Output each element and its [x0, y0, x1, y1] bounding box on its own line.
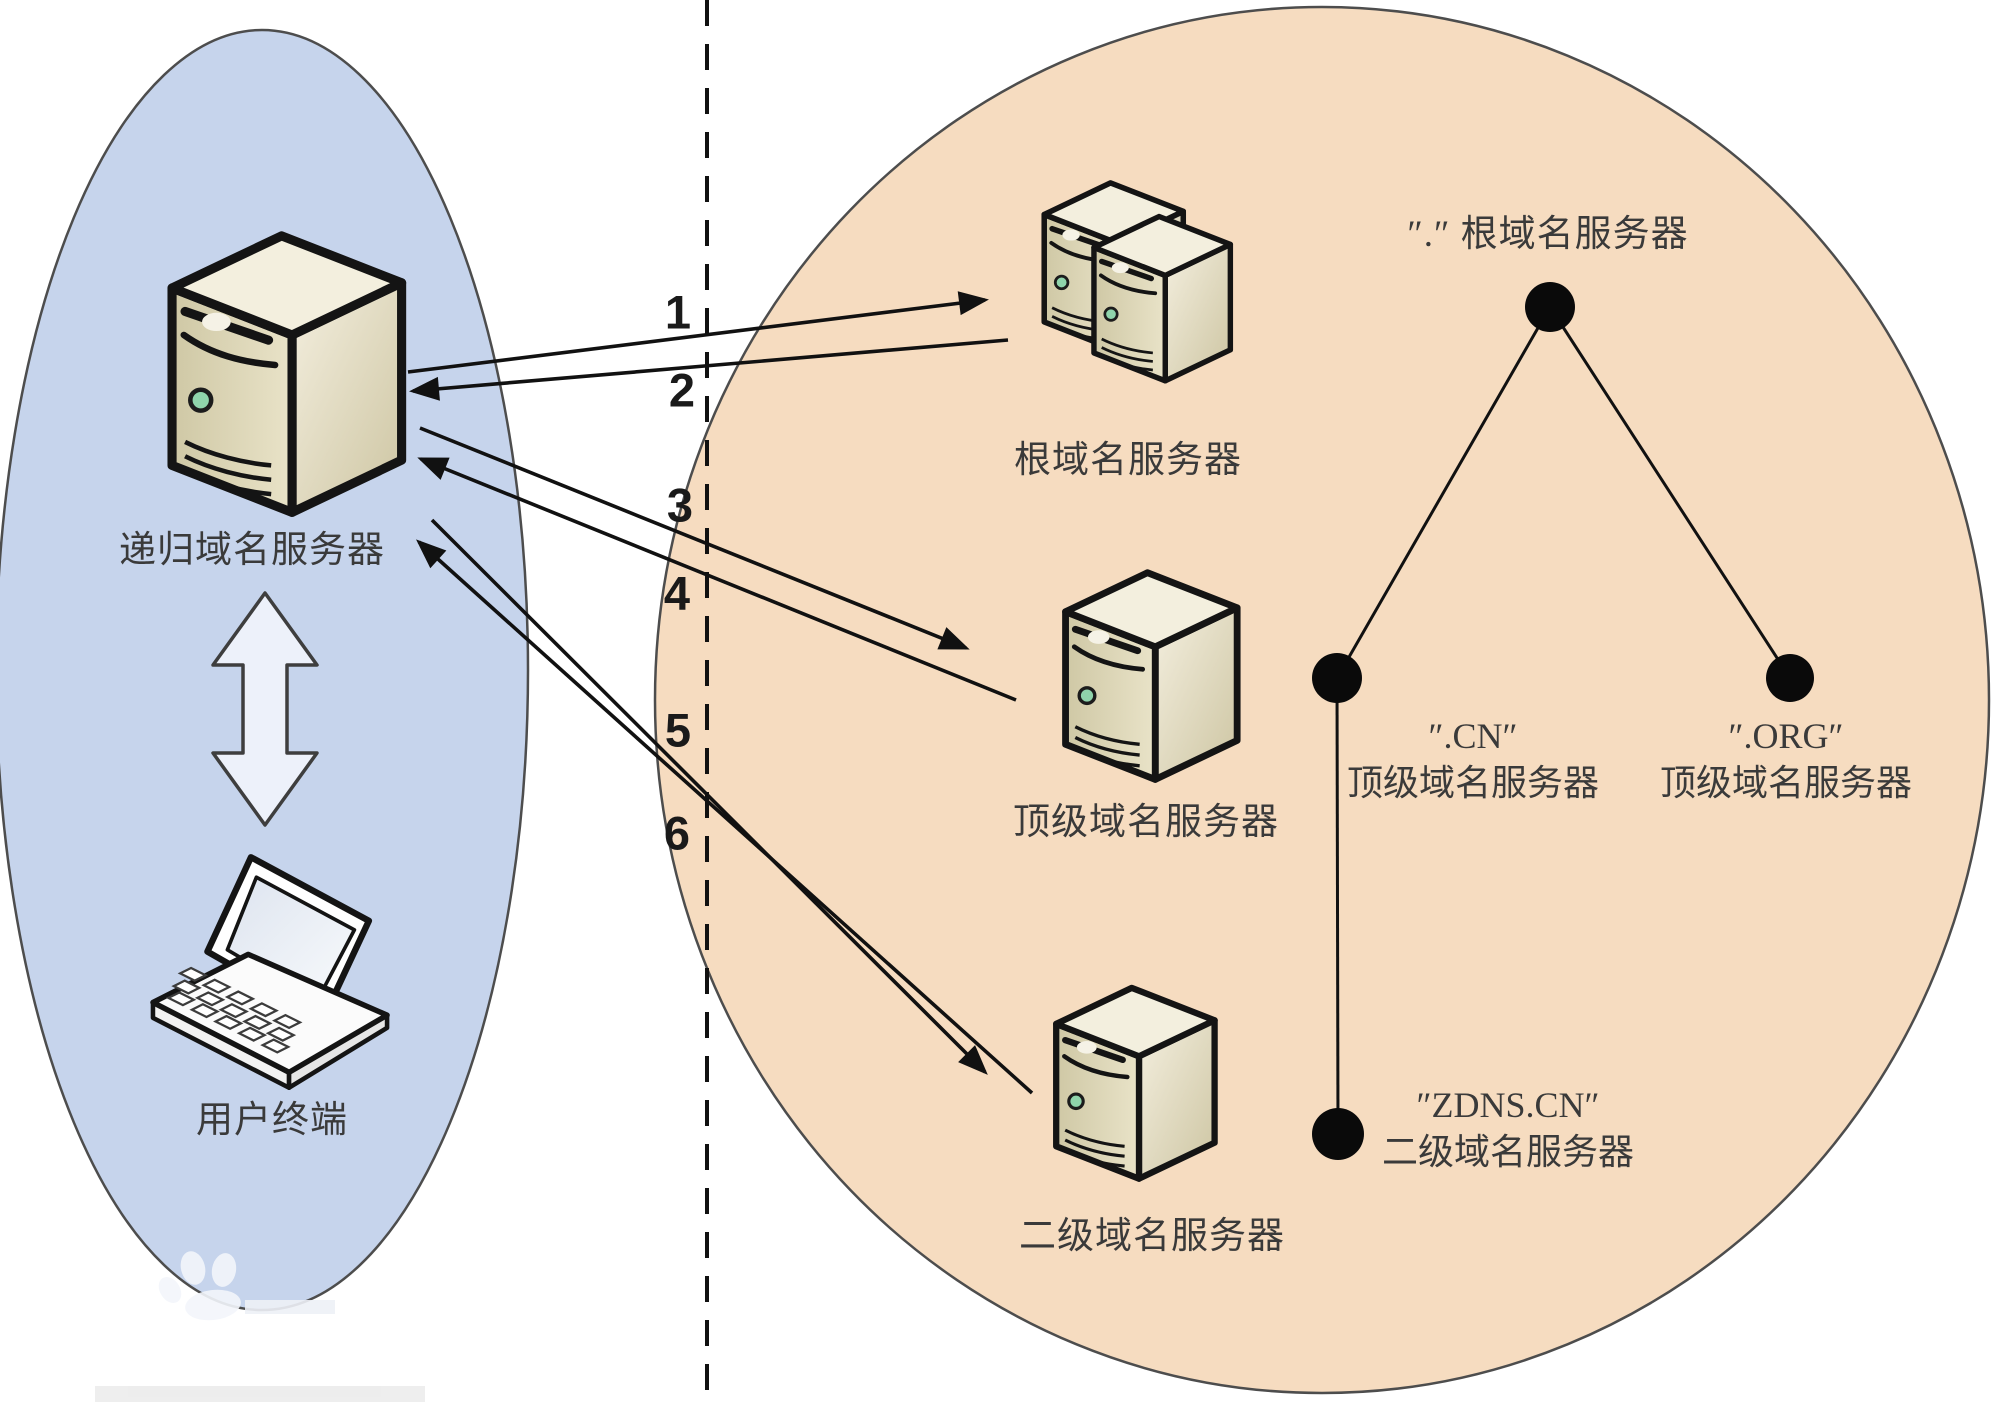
tree-edge-root-org: [1548, 306, 1792, 679]
domain-tree: [1335, 306, 1792, 1135]
root-server-label: 根域名服务器: [1014, 440, 1242, 481]
user-terminal-label: 用户终端: [196, 1100, 348, 1141]
tree-zdns-label: ″ZDNS.CN″ 二级域名服务器: [1382, 1082, 1634, 1176]
tree-edge-cn-zdns: [1335, 677, 1340, 1135]
tree-node-zdns-dot: [1312, 1108, 1364, 1160]
step-number-2: 2: [668, 363, 696, 417]
arrow-step-4: [417, 457, 1017, 702]
recursive-server-label: 递归域名服务器: [119, 530, 385, 571]
tree-node-org-dot: [1766, 654, 1814, 702]
arrow-step-3: [419, 426, 970, 650]
tld-server-icon: [1066, 573, 1238, 780]
tree-org-label: ″.ORG″ 顶级域名服务器: [1660, 713, 1912, 807]
step-number-5: 5: [664, 703, 692, 757]
step-number-1: 1: [664, 285, 692, 339]
tree-edge-root-cn: [1335, 306, 1552, 679]
step-number-3: 3: [666, 478, 694, 532]
bottom-strip-watermark: [95, 1386, 425, 1402]
tree-node-root-dot: [1525, 282, 1575, 332]
tree-cn-label: ″.CN″ 顶级域名服务器: [1347, 713, 1599, 807]
recursive-server-icon: [172, 236, 402, 513]
tree-cn-label-line1: ″.CN″: [1428, 716, 1518, 756]
tree-nodes: [1312, 282, 1814, 1160]
sld-server-label: 二级域名服务器: [1019, 1216, 1285, 1257]
sld-server-icon: [1056, 988, 1214, 1179]
tree-zdns-label-line1: ″ZDNS.CN″: [1416, 1085, 1600, 1125]
paw-watermark: [95, 1251, 425, 1402]
arrow-step-2: [409, 338, 1009, 401]
dns-zone-ellipse: [653, 5, 1991, 1395]
step-number-6: 6: [663, 806, 691, 860]
arrow-step-1: [407, 291, 989, 374]
tree-node-cn-dot: [1312, 653, 1362, 703]
tree-root-label: ″.″ 根域名服务器: [1407, 214, 1689, 255]
client-double-arrow: [211, 591, 319, 827]
tree-cn-label-line2: 顶级域名服务器: [1346, 763, 1600, 803]
step-number-4: 4: [663, 566, 691, 620]
tree-zdns-label-line2: 二级域名服务器: [1381, 1132, 1635, 1172]
tld-server-label: 顶级域名服务器: [1013, 802, 1279, 843]
arrow-step-6: [416, 539, 1034, 1095]
tree-org-label-line1: ″.ORG″: [1728, 716, 1844, 756]
tree-org-label-line2: 顶级域名服务器: [1659, 763, 1913, 803]
